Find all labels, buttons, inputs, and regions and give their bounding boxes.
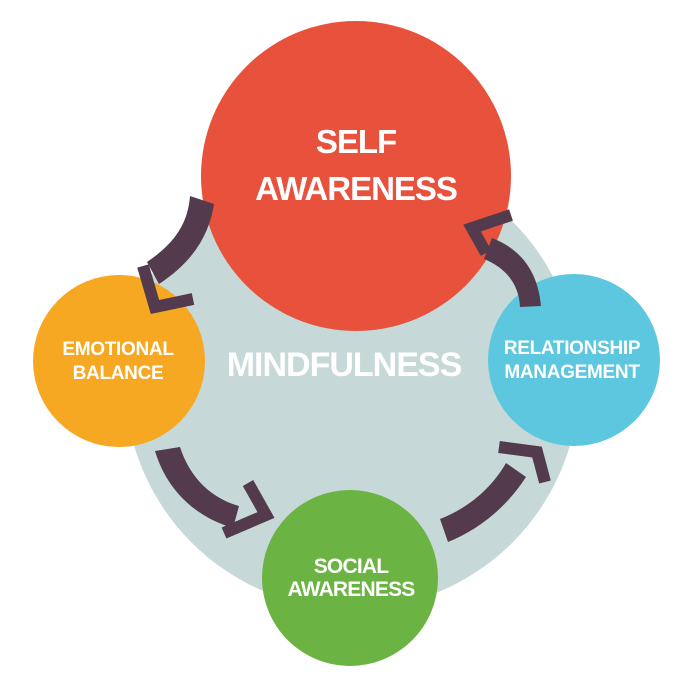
label-line: AWARENESS <box>287 578 416 601</box>
label-line: EMOTIONAL <box>62 339 174 360</box>
label-social-awareness: SOCIAL AWARENESS <box>287 555 416 601</box>
label-line: MANAGEMENT <box>504 362 640 383</box>
label-line: MINDFULNESS <box>226 346 463 384</box>
label-self-awareness: SELF AWARENESS <box>255 118 458 212</box>
label-line: AWARENESS <box>255 170 458 207</box>
circle-self-awareness <box>201 21 511 331</box>
label-line: RELATIONSHIP <box>503 338 641 359</box>
circle-social-awareness <box>262 490 438 666</box>
label-line: BALANCE <box>72 363 164 384</box>
label-line: SOCIAL <box>313 555 389 578</box>
label-emotional-balance: EMOTIONAL BALANCE <box>62 338 174 386</box>
label-mindfulness: MINDFULNESS <box>226 346 463 384</box>
label-line: SELF <box>315 123 397 160</box>
label-relationship-management: RELATIONSHIP MANAGEMENT <box>503 337 641 385</box>
